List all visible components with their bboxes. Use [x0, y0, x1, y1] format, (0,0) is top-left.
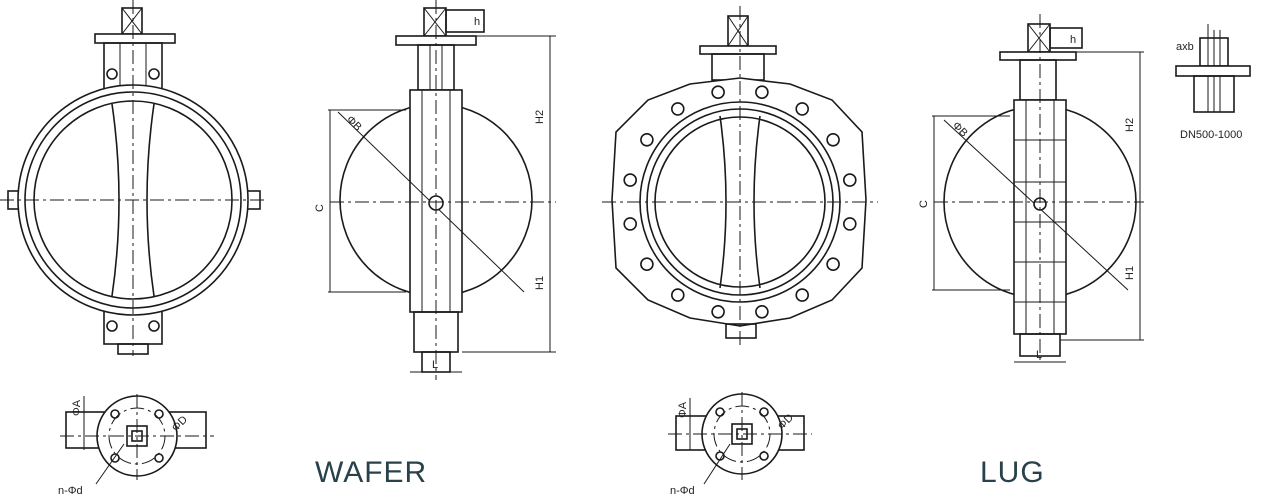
- bolt-hole: [670, 288, 685, 302]
- dim-h1-lug: H1: [1124, 266, 1136, 280]
- dim-h2-wafer: H2: [534, 110, 546, 124]
- axb-note: axb: [1176, 41, 1194, 53]
- bolt-hole: [842, 173, 857, 187]
- bolt-hole: [711, 304, 725, 319]
- dn-range-note: DN500-1000: [1180, 129, 1242, 141]
- dim-c-lug: C: [918, 200, 930, 208]
- bolt-hole: [670, 102, 685, 116]
- dim-nphid-lug: n-Φd: [670, 485, 695, 497]
- bolt-hole: [640, 257, 654, 272]
- bolt-hole: [640, 133, 654, 147]
- wafer-front-view: [0, 0, 266, 356]
- bolt-hole: [711, 85, 725, 99]
- dim-nphid-wafer: n-Φd: [58, 485, 83, 497]
- dim-c-wafer: C: [314, 204, 326, 212]
- lug-bolt-holes: [623, 85, 857, 319]
- dim-h-lug: h: [1070, 34, 1076, 46]
- bolt-hole: [755, 304, 769, 319]
- dim-phia-wafer: ΦA: [71, 399, 83, 416]
- bolt-hole: [623, 217, 638, 231]
- lug-label: LUG: [980, 456, 1045, 489]
- lug-top-flange-detail: [668, 392, 812, 485]
- wafer-side-view: [328, 0, 556, 380]
- dim-l-lug: L: [1036, 349, 1042, 361]
- lug-side-view: [932, 14, 1144, 364]
- bolt-hole: [755, 85, 769, 99]
- wafer-top-flange-detail: [60, 394, 214, 485]
- dn500-detail: [1175, 24, 1251, 113]
- dim-h2-lug: H2: [1124, 118, 1136, 132]
- dim-h-wafer: h: [474, 16, 480, 28]
- bolt-hole: [623, 173, 638, 187]
- bolt-hole: [826, 133, 840, 147]
- bolt-hole: [795, 102, 810, 116]
- bolt-hole: [795, 288, 810, 302]
- wafer-label: WAFER: [315, 456, 427, 489]
- dim-h1-wafer: H1: [534, 276, 546, 290]
- bolt-hole: [826, 257, 840, 272]
- dim-phib-lug: ΦB: [950, 120, 970, 140]
- dim-phia-lug: ΦA: [677, 401, 689, 418]
- lug-front-view: [602, 6, 878, 346]
- dim-phib-wafer: ΦB: [344, 114, 364, 134]
- bolt-hole: [842, 217, 857, 231]
- dim-l-wafer: L: [432, 359, 438, 371]
